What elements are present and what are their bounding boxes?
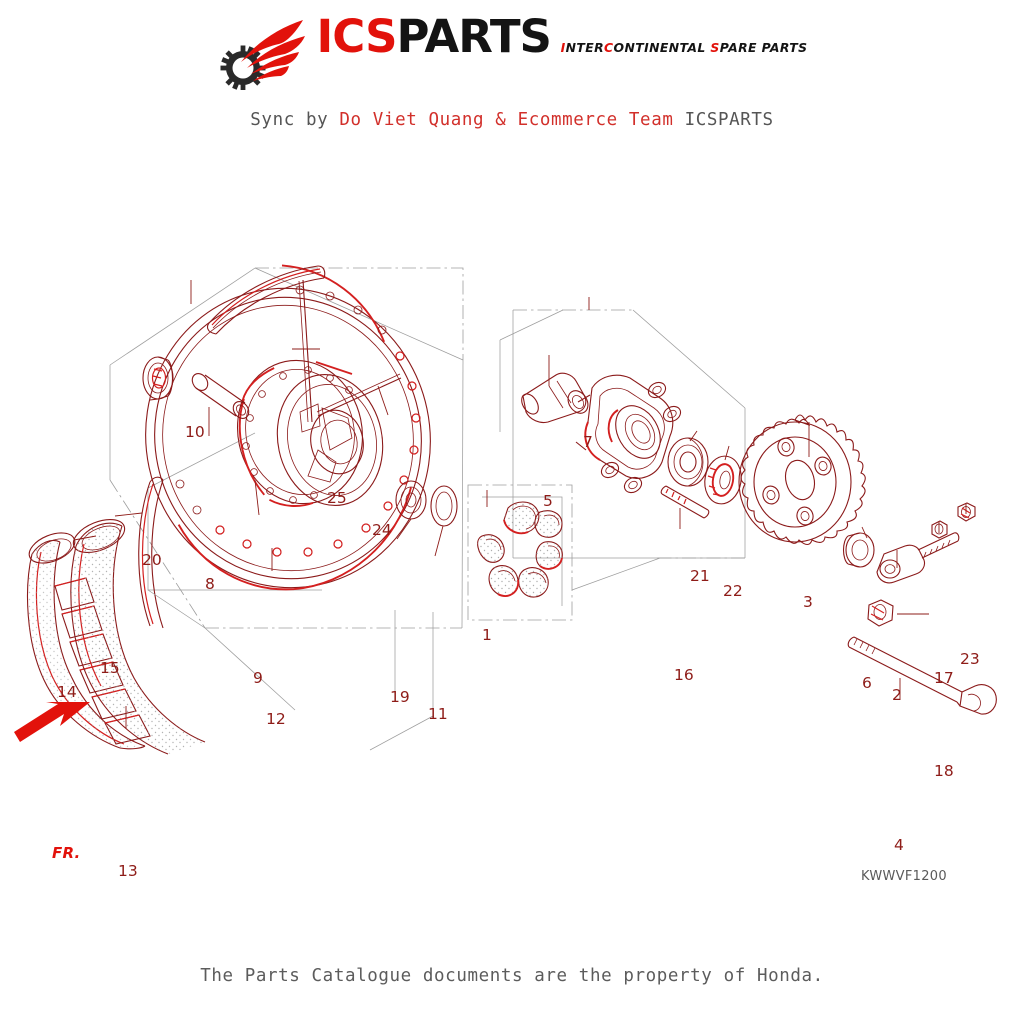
footer-notice: The Parts Catalogue documents are the pr…: [200, 966, 824, 986]
collar-5: [521, 372, 589, 424]
callout-number-21: 21: [690, 567, 710, 585]
group-boundary-seal: [394, 610, 434, 716]
callout-number-5: 5: [543, 492, 553, 510]
side-collar-6: [842, 532, 875, 568]
bearing-21: [667, 437, 709, 487]
callout-number-9: 9: [253, 669, 263, 687]
callout-number-18: 18: [934, 762, 954, 780]
rear-axle-4: [847, 636, 997, 715]
callout-number-20: 20: [142, 551, 162, 569]
sprocket-bolt-holes: [762, 437, 832, 526]
sync-suffix: ICSPARTS: [673, 110, 774, 130]
page-header: ICSPARTS INTERCONTINENTAL SPARE PARTS Sy…: [0, 0, 1024, 150]
logo-wordmark: ICSPARTS: [316, 10, 552, 63]
logo-subtitle: INTERCONTINENTAL SPARE PARTS: [560, 40, 808, 55]
nut-17: [931, 520, 948, 539]
sync-credit-line: Sync by Do Viet Quang & Ecommerce Team I…: [0, 110, 1024, 130]
callout-number-19: 19: [390, 688, 410, 706]
callout-number-10: 10: [185, 423, 205, 441]
callout-number-13: 13: [118, 862, 138, 880]
sync-highlight: Do Viet Quang & Ecommerce Team: [339, 110, 674, 130]
callout-number-24: 24: [372, 521, 392, 539]
callout-number-14: 14: [57, 683, 77, 701]
distance-collar-8: [191, 373, 250, 419]
driven-flange-assembly: [521, 372, 742, 519]
parts-diagram: .ol { fill:none; stroke:#8B1A1A; stroke-…: [0, 150, 1024, 940]
wheel-hub: [236, 359, 384, 507]
callout-number-8: 8: [205, 575, 215, 593]
group-boundary-damper: [467, 484, 573, 621]
tube-speckle: [70, 523, 205, 754]
sprocket-teeth: [740, 414, 866, 546]
nut-23: [957, 502, 976, 522]
callout-number-12: 12: [266, 710, 286, 728]
callout-number-23: 23: [960, 650, 980, 668]
chain-adjuster-2: [876, 532, 960, 584]
axle-nut-18: [867, 599, 894, 627]
direction-arrow-icon: [14, 702, 90, 742]
callout-number-25: 25: [327, 489, 347, 507]
tire-assembly: [27, 476, 206, 755]
winged-gear-icon: [217, 18, 313, 91]
direction-label: FR.: [52, 844, 81, 862]
damper-rubber-set: [477, 501, 563, 598]
flap-speckle: [27, 540, 145, 748]
callout-number-3: 3: [803, 593, 813, 611]
oil-seal-11: [430, 485, 458, 527]
group-boundary-collar: [499, 309, 564, 432]
callout-number-2: 2: [892, 686, 902, 704]
callout-number-15: 15: [100, 659, 120, 677]
parts-diagram-svg: .ol { fill:none; stroke:#8B1A1A; stroke-…: [14, 264, 997, 755]
callout-number-11: 11: [428, 705, 448, 723]
callout-number-6: 6: [862, 674, 872, 692]
callout-number-4: 4: [894, 836, 904, 854]
callout-number-1: 1: [482, 626, 492, 644]
stud-bolt-16: [660, 485, 710, 519]
callout-number-16: 16: [674, 666, 694, 684]
logo-wordmark-parts: PARTS: [396, 10, 552, 63]
sync-prefix: Sync by: [250, 110, 340, 130]
callout-leaders: [73, 280, 967, 751]
brand-logo[interactable]: ICSPARTS INTERCONTINENTAL SPARE PARTS: [0, 14, 1024, 91]
driven-sprocket: [738, 414, 866, 546]
wheel-bearing-20: [142, 356, 174, 400]
driven-flange: [575, 374, 682, 494]
diagram-code-label: KWWVF1200: [861, 869, 947, 884]
logo-wordmark-ics: ICS: [316, 10, 398, 63]
callout-number-22: 22: [723, 582, 743, 600]
callout-number-7: 7: [583, 433, 593, 451]
callout-number-17: 17: [934, 669, 954, 687]
seal-22: [704, 455, 742, 505]
